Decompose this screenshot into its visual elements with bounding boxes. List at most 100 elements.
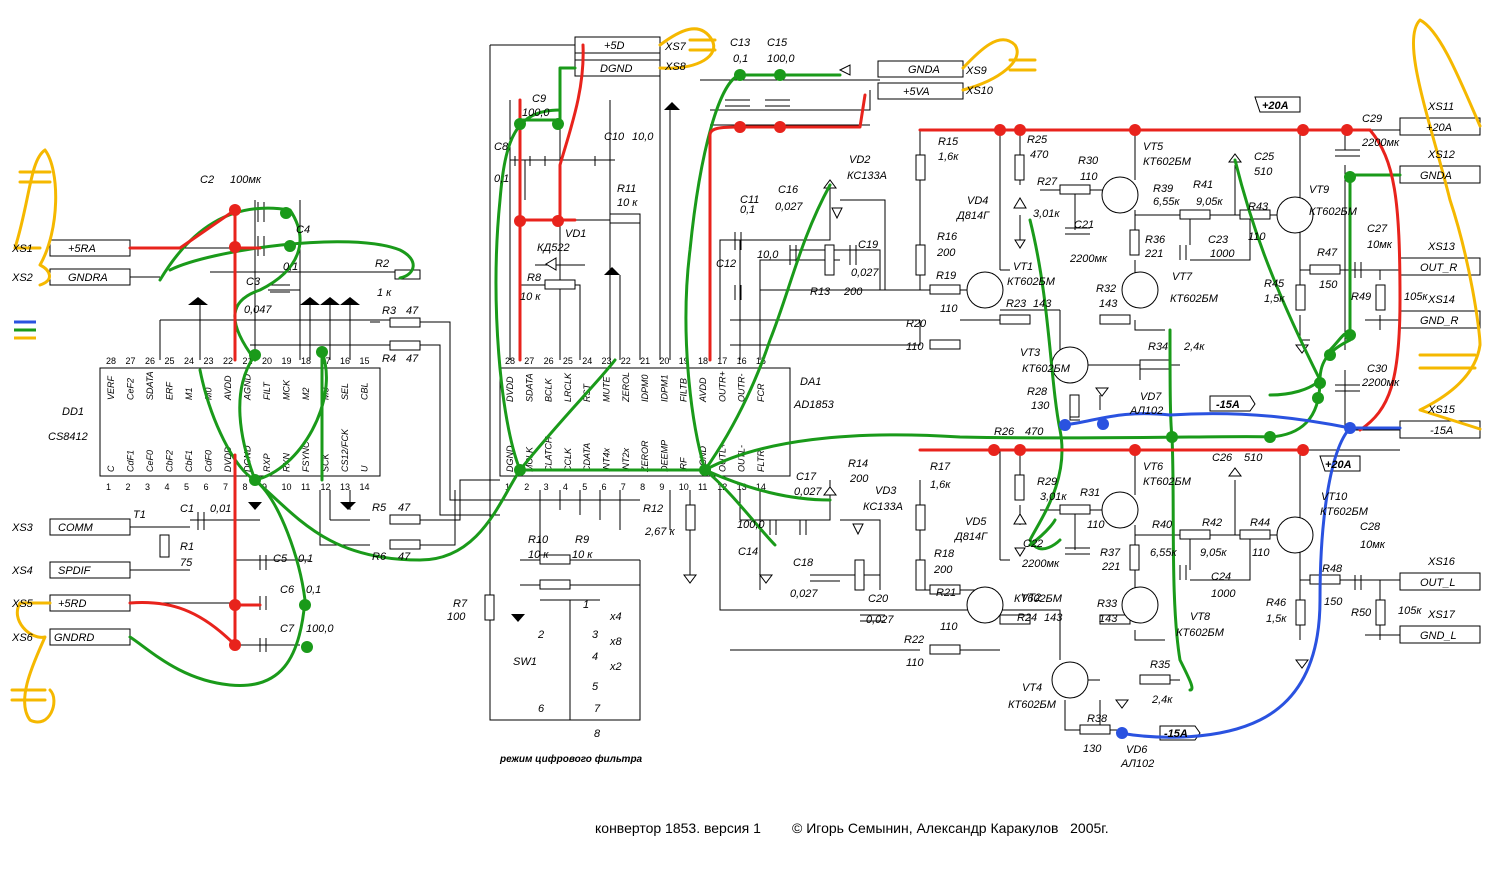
component-label: R14 — [848, 458, 868, 470]
component-label: 150 — [1319, 279, 1338, 291]
net-power-leads — [10, 18, 1482, 724]
component-label: 200 — [843, 286, 863, 298]
component-label: 47 — [406, 305, 419, 317]
dd1-top-pin-label: ERF — [165, 381, 175, 400]
connector-ref: XS17 — [1427, 609, 1456, 621]
component-label: C7 — [280, 623, 295, 635]
da1-top-pin-num: 27 — [524, 356, 534, 366]
dd1-bottom-pin-num: 12 — [321, 482, 331, 492]
component-label: R19 — [936, 270, 956, 282]
positive-junction-dot — [229, 639, 241, 651]
da1-top-pin-label: ZEROL — [621, 372, 631, 403]
dd1-top-pin-label: VERF — [106, 375, 116, 400]
component-label: x4 — [609, 611, 622, 623]
da1-top-pin-num: 26 — [544, 356, 554, 366]
connector-label: GNDRA — [68, 272, 108, 284]
component-label: VD2 — [849, 154, 870, 166]
component-label: 221 — [1144, 248, 1163, 260]
connector-label: OUT_L — [1420, 577, 1455, 589]
component-label: C19 — [858, 239, 878, 251]
connector-label: GND_L — [1420, 630, 1457, 642]
component-label: C6 — [280, 584, 295, 596]
da1-bottom-pin-label: INT2x — [621, 447, 631, 472]
component-label: VT8 — [1190, 611, 1211, 623]
da1-top-pin-num: 20 — [659, 356, 669, 366]
component-label: C25 — [1254, 151, 1275, 163]
component-label: 1000 — [1210, 248, 1235, 260]
component-label: VD4 — [967, 195, 988, 207]
component-label: 200 — [933, 564, 953, 576]
component-label: 110 — [906, 657, 924, 669]
component-label: R23 — [1006, 298, 1027, 310]
dd1-top-pin-label: SDATA — [145, 371, 155, 400]
component-label: VT10 — [1321, 491, 1348, 503]
connector-label: OUT_R — [1420, 262, 1457, 274]
footer-credits: конвертор 1853. версия 1 © Игорь Семынин… — [595, 820, 1109, 836]
dd1-top-pin-label: AVDD — [223, 375, 233, 401]
component-label: 1,6к — [930, 479, 951, 491]
positive-junction-dot — [229, 204, 241, 216]
positive-junction-dot — [1297, 444, 1309, 456]
dd1-ref: DD1 — [62, 406, 84, 418]
component-label: Д814Г — [955, 210, 990, 222]
da1-bottom-pin-num: 7 — [621, 482, 626, 492]
component-label: 9,05к — [1200, 547, 1227, 559]
component-label: R6 — [372, 551, 387, 563]
component-label: 0,1 — [283, 261, 298, 273]
component-label: C17 — [796, 471, 817, 483]
connector-ref: XS12 — [1427, 149, 1455, 161]
component-label: C8 — [494, 141, 509, 153]
component-label: R4 — [382, 353, 396, 365]
component-label: 1000 — [1211, 588, 1236, 600]
da1-bottom-pin-label: CCLK — [563, 447, 573, 472]
rail-tag-minus15a-bot: -15A — [1164, 728, 1188, 740]
component-label: R11 — [617, 183, 636, 195]
da1-top-pin-label: SDATA — [524, 373, 534, 402]
component-label: 1 — [583, 599, 589, 611]
filter-mode-caption: режим цифрового фильтра — [499, 753, 643, 765]
component-label: 0,027 — [775, 201, 803, 213]
dd1-bottom-pin-num: 13 — [340, 482, 350, 492]
dd1-top-pin-num: 18 — [301, 356, 311, 366]
component-label: VT2 — [1021, 592, 1041, 604]
dd1-bottom-pin-num: 3 — [145, 482, 150, 492]
component-label: КТ602БМ — [1143, 156, 1192, 168]
dd1-top-pin-num: 22 — [223, 356, 233, 366]
component-label: R2 — [375, 258, 389, 270]
component-label: C14 — [738, 546, 758, 558]
da1-bottom-pin-label: INT4x — [602, 447, 612, 472]
component-label: VT5 — [1143, 141, 1164, 153]
component-label: R32 — [1096, 283, 1116, 295]
component-label: VD1 — [565, 228, 586, 240]
ground-junction-dot — [249, 349, 261, 361]
component-label: 6 — [538, 703, 545, 715]
component-label: R1 — [180, 541, 194, 553]
component-label: R33 — [1097, 598, 1118, 610]
component-label: 1,6к — [938, 151, 959, 163]
positive-junction-dot — [1014, 124, 1026, 136]
dd1-bottom-pin-label: DVDD — [223, 446, 233, 472]
component-label: 10 к — [572, 549, 593, 561]
connector-label: GNDRD — [54, 632, 94, 644]
dd1-bottom-pin-num: 11 — [301, 482, 310, 492]
component-label: C28 — [1360, 521, 1381, 533]
dd1-top-pin-num: 27 — [126, 356, 136, 366]
da1-top-pin-label: FCR — [756, 383, 766, 402]
component-label: VD3 — [875, 485, 897, 497]
da1-top-pin-num: 28 — [505, 356, 515, 366]
component-label: 100,0 — [522, 107, 550, 119]
ground-junction-dot — [1264, 431, 1276, 443]
da1-bottom-pin-label: OUTL- — [737, 445, 747, 472]
component-label: 100мк — [230, 174, 262, 186]
dd1-top-pin-label: CeF2 — [126, 378, 136, 400]
da1-top-pin-num: 21 — [640, 356, 650, 366]
component-label: 100 — [447, 611, 466, 623]
positive-junction-dot — [552, 215, 564, 227]
ground-junction-dot — [514, 464, 526, 476]
ground-junction-dot — [552, 118, 564, 130]
component-label: 110 — [1087, 519, 1105, 531]
component-label: R20 — [906, 318, 927, 330]
component-label: 0,027 — [866, 614, 894, 626]
da1-bottom-pin-num: 3 — [544, 482, 549, 492]
